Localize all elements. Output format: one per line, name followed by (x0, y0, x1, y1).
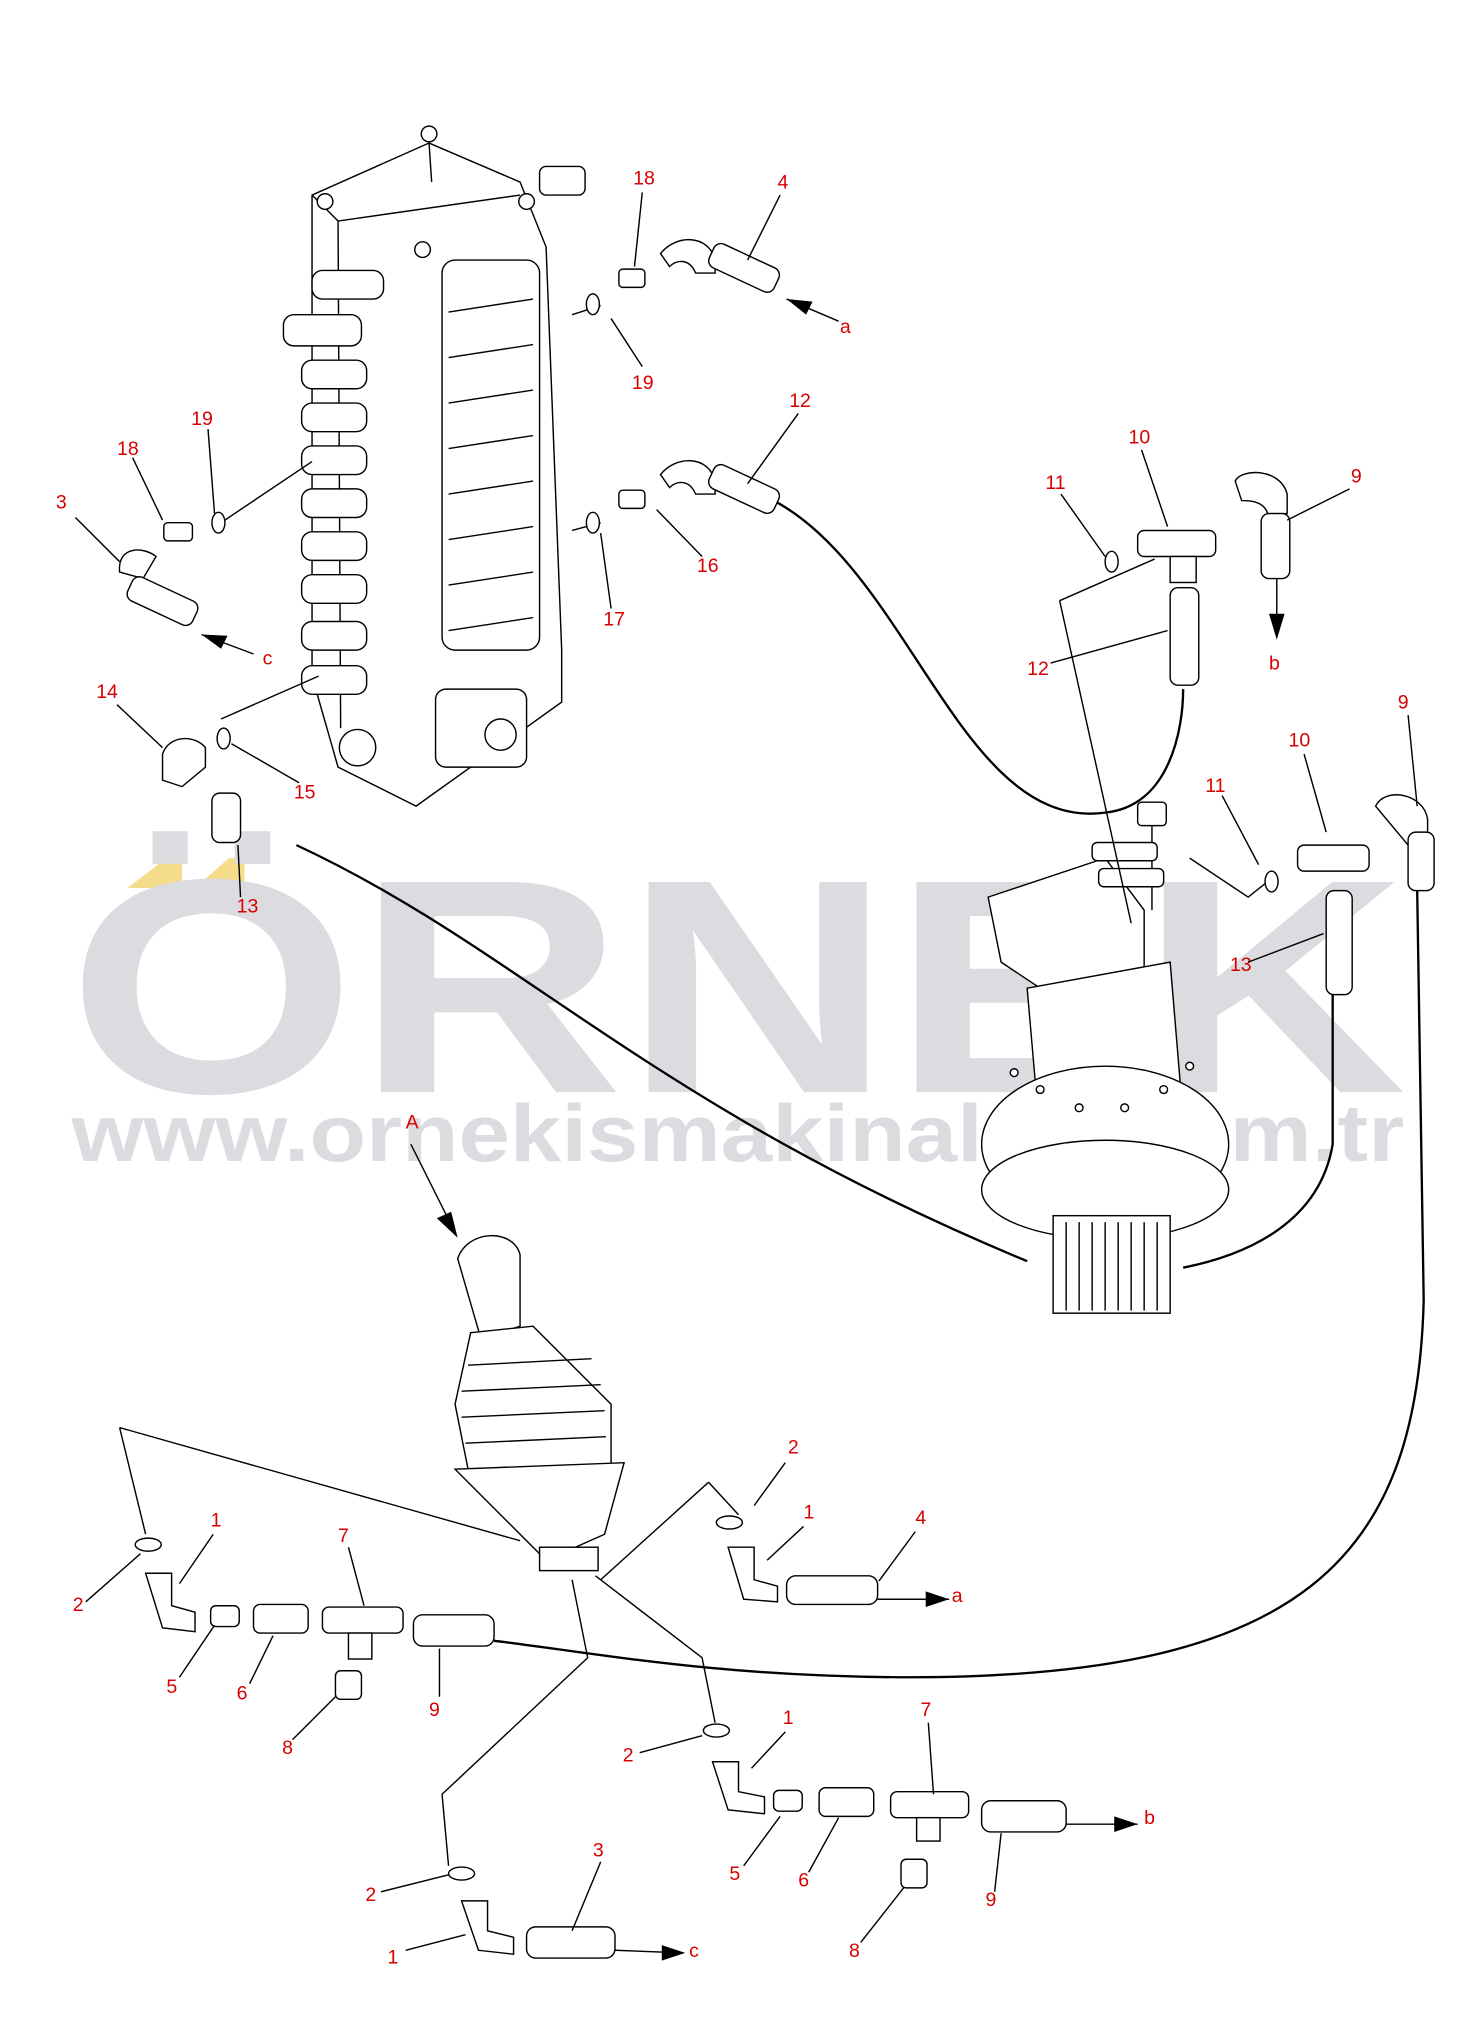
callout-label: 12 (1027, 658, 1049, 680)
callout-label: 5 (166, 1676, 177, 1698)
callout-label: 4 (915, 1507, 926, 1529)
leader-lines (74, 192, 1418, 1951)
joystick (453, 1234, 626, 1572)
callout-label: 11 (1045, 472, 1065, 494)
flow-arrows (201, 298, 1285, 1961)
callout-label: 8 (282, 1737, 293, 1759)
callout-label: 2 (623, 1745, 634, 1767)
callout-label: 15 (294, 781, 316, 803)
hoses (118, 304, 1425, 1866)
callout-label: 13 (237, 896, 259, 918)
callout-label: 3 (593, 1840, 604, 1862)
callout-label: 2 (788, 1437, 799, 1459)
callout-label: 18 (117, 438, 139, 460)
watermark-accent (195, 858, 245, 889)
callout-label: 16 (697, 555, 719, 577)
callout-label: a (952, 1585, 963, 1607)
callout-labels: 18 4 a 19 12 19 18 3 10 11 9 16 17 c 12 … (56, 168, 1409, 1969)
callout-label: 18 (633, 168, 655, 190)
callout-label: b (1269, 653, 1280, 675)
callout-label: a (840, 316, 851, 338)
callout-label: c (689, 1940, 699, 1962)
callout-label: 10 (1288, 729, 1310, 751)
callout-label: 2 (73, 1594, 84, 1616)
callout-label: 9 (986, 1889, 997, 1911)
watermark-accent (127, 858, 183, 889)
callout-label: 1 (211, 1509, 222, 1531)
fittings (118, 239, 1435, 1959)
callout-label: 2 (365, 1884, 376, 1906)
callout-label: c (263, 647, 273, 669)
callout-label: 6 (798, 1870, 809, 1892)
callout-label: 3 (56, 491, 67, 513)
callout-label: 9 (1351, 465, 1362, 487)
callout-label: 19 (632, 372, 654, 394)
callout-label: 7 (338, 1525, 349, 1547)
view-label-a: A (406, 1112, 419, 1134)
callout-label: b (1144, 1807, 1155, 1829)
callout-label: 14 (96, 681, 118, 703)
callout-label: 5 (729, 1863, 740, 1885)
valve-spools (282, 125, 586, 768)
control-valve (282, 125, 586, 807)
callout-label: 1 (804, 1502, 815, 1524)
callout-label: 9 (429, 1699, 440, 1721)
callout-label: 9 (1398, 692, 1409, 714)
callout-label: 11 (1205, 775, 1225, 797)
callout-label: 19 (191, 408, 213, 430)
callout-label: 7 (921, 1699, 932, 1721)
callout-label: 1 (387, 1946, 398, 1968)
callout-label: 17 (603, 608, 625, 630)
callout-label: 12 (789, 390, 811, 412)
callout-label: 10 (1129, 426, 1151, 448)
callout-label: 1 (783, 1707, 794, 1729)
callout-label: 6 (237, 1682, 248, 1704)
callout-label: 13 (1230, 954, 1252, 976)
callout-label: 8 (849, 1940, 860, 1962)
callout-label: 4 (778, 172, 789, 194)
swing-motor (980, 801, 1230, 1314)
